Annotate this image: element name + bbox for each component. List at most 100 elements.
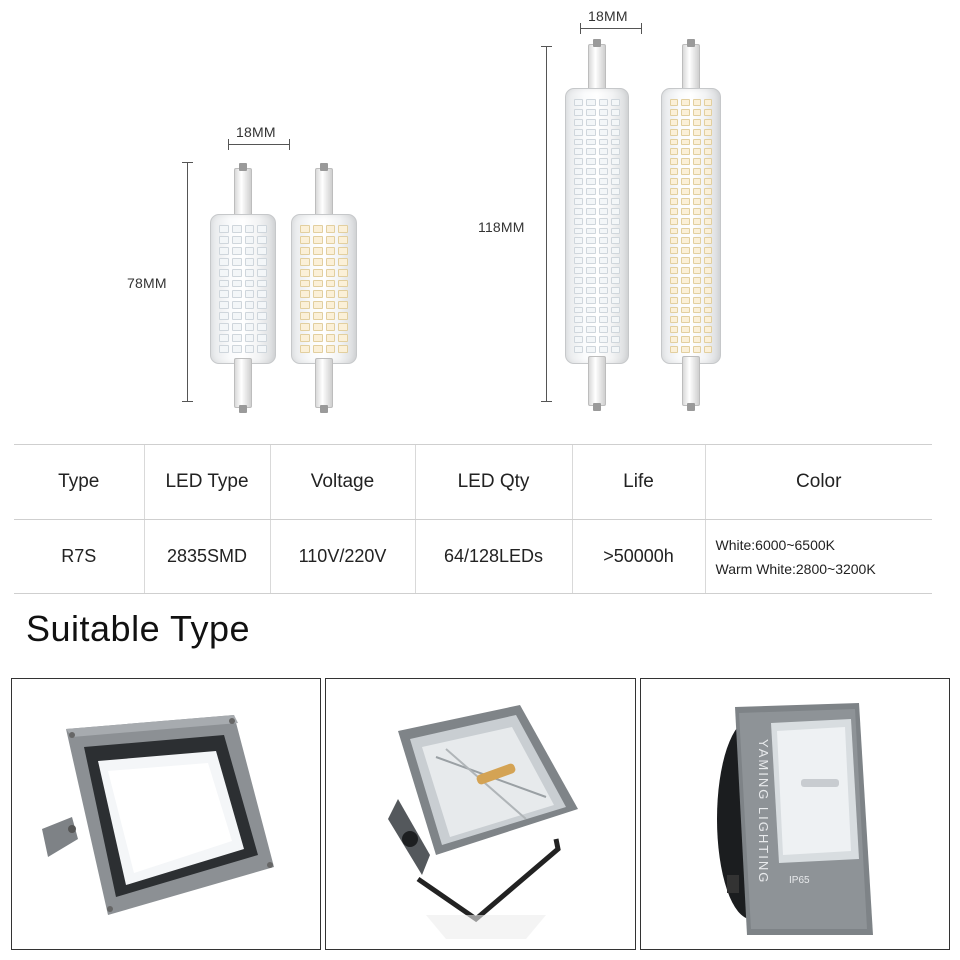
- led-chip: [703, 118, 712, 126]
- led-chip: [670, 168, 679, 176]
- led-chip: [692, 99, 701, 106]
- led-chip: [300, 246, 310, 255]
- led-chip: [338, 257, 348, 266]
- led-chip: [692, 286, 701, 294]
- led-chip: [312, 334, 323, 343]
- led-chip: [574, 247, 584, 255]
- led-chip: [598, 227, 608, 235]
- led-chip: [703, 178, 712, 185]
- led-chip: [598, 187, 608, 195]
- width-dimension-line-short: [228, 139, 290, 150]
- led-chip: [338, 345, 348, 353]
- led-chip: [670, 227, 679, 235]
- led-chip: [610, 118, 620, 126]
- spec-header-row: Type LED Type Voltage LED Qty Life Color: [14, 444, 932, 520]
- led-chip: [574, 267, 584, 274]
- led-chip: [338, 225, 348, 233]
- led-chip: [692, 138, 701, 146]
- led-chip: [692, 178, 701, 185]
- color-warm-white: Warm White:2800~3200K: [715, 560, 876, 577]
- led-chip: [681, 316, 690, 324]
- led-chip: [231, 246, 242, 255]
- led-chip: [692, 197, 701, 205]
- led-chip: [681, 217, 690, 225]
- led-chip: [703, 346, 712, 353]
- led-chip: [670, 306, 679, 314]
- led-chip: [610, 128, 620, 136]
- led-chip: [338, 235, 348, 244]
- bulb-78mm-warm-white: [291, 168, 357, 408]
- header-voltage: Voltage: [269, 444, 415, 520]
- led-chip: [670, 286, 679, 294]
- led-chip: [610, 178, 620, 185]
- width-dimension-line-long: [580, 23, 642, 34]
- led-chip: [312, 323, 323, 332]
- led-chip: [703, 227, 712, 235]
- led-chip: [703, 158, 712, 166]
- led-chip: [703, 276, 712, 284]
- led-chip: [703, 247, 712, 255]
- led-chip: [598, 286, 608, 294]
- led-chip: [586, 197, 596, 205]
- led-chip: [231, 268, 242, 277]
- led-chip: [325, 257, 336, 266]
- led-chip: [692, 267, 701, 274]
- led-chip: [610, 286, 620, 294]
- led-chip: [598, 108, 608, 116]
- led-chip: [703, 296, 712, 304]
- led-chip: [610, 227, 620, 235]
- led-chip: [692, 187, 701, 195]
- led-chip: [219, 246, 229, 255]
- led-chip: [703, 286, 712, 294]
- led-chip: [692, 237, 701, 245]
- led-chip: [338, 323, 348, 332]
- panel-halogen-floodlight: [325, 678, 636, 950]
- led-chip: [692, 168, 701, 176]
- height-dimension-line-long: [541, 46, 552, 402]
- led-chip: [692, 128, 701, 136]
- led-chip: [703, 336, 712, 344]
- led-chip: [586, 326, 596, 334]
- led-chip: [610, 346, 620, 353]
- led-chip: [586, 247, 596, 255]
- led-chip: [692, 306, 701, 314]
- led-chip: [610, 326, 620, 334]
- led-chip: [586, 168, 596, 176]
- led-chip: [703, 138, 712, 146]
- led-chip: [338, 312, 348, 321]
- bulb-118mm-warm-white: [661, 44, 721, 406]
- led-chip: [574, 336, 584, 344]
- led-chip: [598, 128, 608, 136]
- led-chip: [574, 217, 584, 225]
- led-chip: [610, 217, 620, 225]
- led-chip: [257, 235, 267, 244]
- led-chip: [681, 247, 690, 255]
- led-chip: [670, 326, 679, 334]
- led-chip: [244, 235, 255, 244]
- led-chip: [586, 118, 596, 126]
- bulb-78mm-cool-white: [210, 168, 276, 408]
- led-chip: [681, 276, 690, 284]
- led-chip: [300, 235, 310, 244]
- led-chip: [598, 217, 608, 225]
- led-chip: [670, 178, 679, 185]
- led-chip: [574, 99, 584, 106]
- spec-value-row: R7S 2835SMD 110V/220V 64/128LEDs >50000h…: [14, 519, 932, 594]
- led-chip: [681, 168, 690, 176]
- led-chip: [681, 326, 690, 334]
- led-chip: [300, 334, 310, 343]
- led-chip: [300, 323, 310, 332]
- led-chip: [574, 128, 584, 136]
- led-chip: [231, 301, 242, 310]
- vertical-floodlight-image: YAMING LIGHTING IP65: [641, 679, 949, 949]
- value-led-qty: 64/128LEDs: [414, 519, 572, 594]
- led-chip: [300, 225, 310, 233]
- led-chip: [670, 267, 679, 274]
- led-chip: [586, 237, 596, 245]
- value-type: R7S: [14, 519, 144, 594]
- width-label-long: 18MM: [588, 8, 628, 24]
- led-chip: [670, 316, 679, 324]
- led-chip: [586, 227, 596, 235]
- led-chip: [670, 207, 679, 215]
- led-chip: [257, 246, 267, 255]
